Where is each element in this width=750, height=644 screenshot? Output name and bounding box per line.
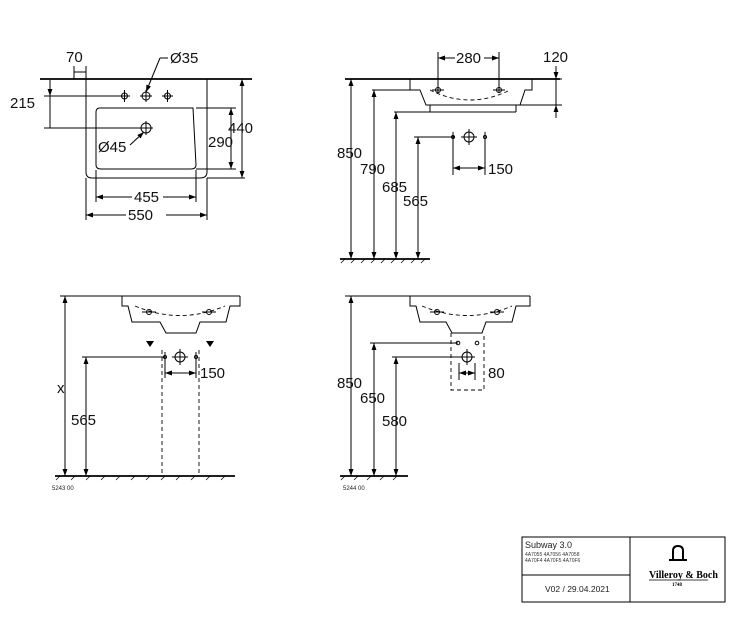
tap-holes-side [432,87,505,93]
version-date: V02 / 29.04.2021 [545,584,610,594]
dim-290: 290 [208,134,233,151]
product-codes-2: 4A70F4 4A70F5 4A70F6 [525,558,581,564]
supply-connections-semi [455,340,480,365]
dim-x: x [57,380,65,397]
brand-name: Villeroy & Boch [649,570,718,581]
drawing-code: 5243 00 [52,486,74,492]
dim-580: 580 [382,413,407,430]
pedestal-hidden [161,350,200,476]
dim-455: 455 [134,189,159,206]
drawing-code: 5244 00 [343,486,365,492]
dim-70: 70 [66,49,83,66]
arrow-down-icon [146,341,154,347]
supply-connections [451,129,487,145]
dim-215: 215 [10,95,35,112]
brand-year: 1748 [672,583,683,588]
side-view: 280 120 850 790 685 565 [337,49,568,264]
dim-850: 850 [337,145,362,162]
basin-outline [85,79,208,179]
product-name: Subway 3.0 [525,540,572,550]
basin-bowl-hidden [429,89,511,101]
basin-front-outline [121,296,241,334]
tap-holes-front-2 [430,309,504,315]
basin-bowl [95,107,197,170]
floor-hatch [340,475,398,481]
dim-d35: Ø35 [170,50,198,67]
dim-850-semi: 850 [337,375,362,392]
dim-80: 80 [488,365,505,382]
semi-pedestal-view: 80 850 650 580 5244 00 [337,295,531,492]
product-codes-1: 4A7055 4A7056 4A7058 [525,552,580,558]
pedestal-view: 150 x 565 5243 00 [52,295,241,492]
arrow-down-icon [206,341,214,347]
supply-connections-front [163,349,198,365]
basin-front-outline-2 [409,296,531,334]
dim-650: 650 [360,390,385,407]
floor-hatch [340,258,426,264]
dim-d45: Ø45 [98,139,126,156]
dim-120: 120 [543,49,568,66]
dim-150-side: 150 [488,161,513,178]
dim-550: 550 [128,207,153,224]
dim-150-front: 150 [200,365,225,382]
tap-holes-front [142,309,216,315]
dim-440: 440 [228,120,253,137]
title-block: Subway 3.0 4A7055 4A7056 4A7058 4A70F4 4… [521,536,726,603]
dim-685: 685 [382,179,407,196]
floor-hatch [55,475,226,481]
dim-280: 280 [456,50,481,67]
basin-side-outline [409,79,533,106]
tap-holes [119,90,173,102]
semi-pedestal-hidden [450,333,485,391]
brand-logo: Villeroy & Boch 1748 [649,544,718,588]
dim-790: 790 [360,161,385,178]
dim-565-front: 565 [71,412,96,429]
dim-565-side: 565 [403,193,428,210]
top-view: 70 Ø35 215 290 440 Ø45 455 550 [10,49,253,224]
